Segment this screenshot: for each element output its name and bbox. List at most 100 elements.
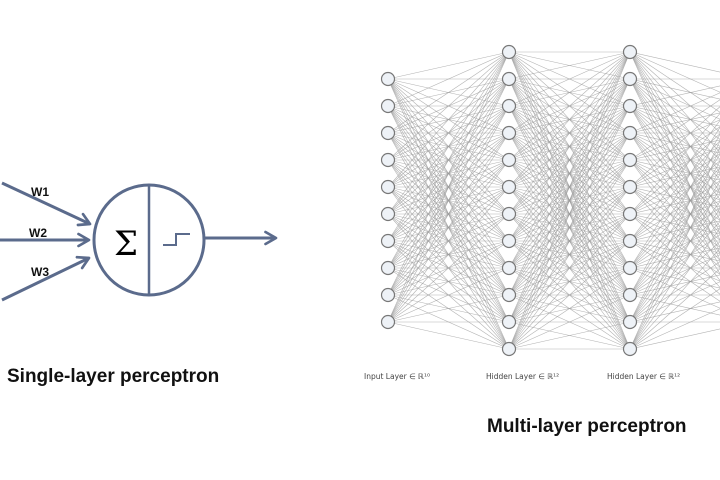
- network-edge: [508, 51, 631, 242]
- network-edge: [387, 51, 510, 296]
- network-edge: [508, 51, 631, 134]
- network-node-input: [380, 233, 396, 249]
- network-node-hidden-1: [501, 206, 517, 222]
- multi-layer-perceptron: [380, 44, 720, 357]
- network-nodes: [380, 44, 638, 357]
- input-arrow-w1: [1, 181, 92, 227]
- network-node-input: [380, 287, 396, 303]
- network-edge: [508, 51, 631, 161]
- network-edge: [629, 133, 720, 296]
- network-edge: [387, 51, 510, 323]
- network-edge: [629, 99, 720, 161]
- layer-label-input: Input Layer ∈ ℝ¹⁰: [364, 372, 430, 381]
- input-arrow-w3: [1, 255, 91, 302]
- network-edge: [387, 105, 510, 323]
- network-edge: [508, 132, 631, 350]
- network-edges: [387, 51, 720, 350]
- network-node-hidden-1: [501, 152, 517, 168]
- network-edge: [508, 186, 631, 350]
- weight-label-w3: W3: [31, 265, 49, 279]
- network-edge: [508, 213, 631, 350]
- network-edge: [508, 51, 631, 296]
- network-edge: [387, 294, 510, 323]
- network-edge: [629, 51, 720, 73]
- network-node-hidden-2: [622, 341, 638, 357]
- weight-label-w1: W1: [31, 185, 49, 199]
- network-node-hidden-1: [501, 98, 517, 114]
- network-edge: [387, 321, 510, 350]
- network-edge: [387, 51, 510, 134]
- network-node-input: [380, 314, 396, 330]
- network-node-hidden-1: [501, 314, 517, 330]
- network-edge: [629, 147, 720, 350]
- network-node-hidden-2: [622, 233, 638, 249]
- network-edge: [508, 51, 631, 350]
- network-edge: [508, 240, 631, 350]
- network-node-hidden-2: [622, 314, 638, 330]
- network-node-hidden-2: [622, 206, 638, 222]
- network-node-hidden-1: [501, 125, 517, 141]
- network-edge: [508, 78, 631, 350]
- network-edge: [387, 51, 510, 242]
- network-edge: [387, 267, 510, 323]
- network-node-hidden-2: [622, 125, 638, 141]
- network-edge: [629, 120, 720, 242]
- network-edge: [629, 187, 720, 350]
- network-node-hidden-1: [501, 44, 517, 60]
- network-edge: [387, 132, 510, 323]
- network-edge: [629, 288, 720, 350]
- network-edge: [387, 159, 510, 323]
- network-node-input: [380, 98, 396, 114]
- network-edge: [508, 51, 631, 323]
- network-edge: [629, 106, 720, 188]
- network-edge: [387, 213, 510, 323]
- network-edge: [508, 51, 631, 269]
- network-edge: [629, 248, 720, 350]
- network-edge: [629, 328, 720, 350]
- network-node-input: [380, 206, 396, 222]
- network-node-input: [380, 179, 396, 195]
- network-node-hidden-2: [622, 71, 638, 87]
- layer-label-hidden-2: Hidden Layer ∈ ℝ¹²: [607, 372, 681, 381]
- network-edge: [629, 308, 720, 350]
- network-edge: [508, 159, 631, 350]
- network-node-hidden-1: [501, 233, 517, 249]
- network-node-hidden-2: [622, 98, 638, 114]
- network-node-hidden-1: [501, 71, 517, 87]
- network-edge: [508, 105, 631, 350]
- network-edge: [629, 85, 720, 107]
- network-node-hidden-2: [622, 44, 638, 60]
- network-edge: [387, 51, 510, 107]
- network-edge: [629, 228, 720, 350]
- network-node-hidden-1: [501, 179, 517, 195]
- network-edge: [629, 268, 720, 350]
- network-node-hidden-2: [622, 152, 638, 168]
- network-edge: [387, 78, 510, 323]
- network-edge: [629, 113, 720, 215]
- network-edge: [508, 294, 631, 350]
- network-edge: [387, 51, 510, 269]
- network-edge: [508, 267, 631, 350]
- network-node-hidden-2: [622, 179, 638, 195]
- network-node-input: [380, 71, 396, 87]
- network-edge: [508, 51, 631, 215]
- sum-icon: Σ: [114, 224, 138, 264]
- network-edge: [387, 51, 510, 215]
- network-edge: [629, 140, 720, 323]
- layer-label-hidden-1: Hidden Layer ∈ ℝ¹²: [486, 372, 560, 381]
- network-edge: [387, 51, 510, 188]
- network-edge: [508, 321, 631, 350]
- network-node-hidden-1: [501, 260, 517, 276]
- single-layer-perceptron: W1 W2 W3 Σ: [0, 181, 278, 302]
- network-node-input: [380, 125, 396, 141]
- network-edge: [387, 186, 510, 323]
- network-edge: [508, 51, 631, 80]
- network-node-input: [380, 260, 396, 276]
- network-edge: [629, 207, 720, 350]
- single-layer-title: Single-layer perceptron: [7, 366, 220, 387]
- step-function-icon: [163, 233, 190, 246]
- network-node-hidden-2: [622, 287, 638, 303]
- network-edge: [387, 51, 510, 80]
- network-edge: [387, 51, 510, 161]
